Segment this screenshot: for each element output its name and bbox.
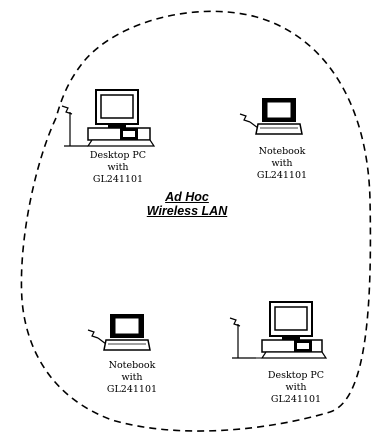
notebook-icon	[239, 98, 303, 135]
node-label-notebook-bottom-left: Notebook with GL241101	[106, 360, 158, 395]
node-label-notebook-top-right: Notebook with GL241101	[256, 146, 308, 181]
notebook-icon	[87, 314, 151, 351]
ad-hoc-boundary	[20, 10, 372, 432]
node-label-desktop-bottom-right: Desktop PC with GL241101	[267, 370, 325, 405]
network-title-line1: Ad Hoc	[165, 190, 209, 204]
node-label-desktop-top-left: Desktop PC with GL241101	[89, 150, 147, 185]
desktop-pc-icon	[229, 301, 328, 359]
desktop-pc-icon	[61, 89, 156, 147]
network-title: Ad Hoc Wireless LAN	[107, 190, 267, 218]
network-title-line2: Wireless LAN	[146, 204, 228, 218]
